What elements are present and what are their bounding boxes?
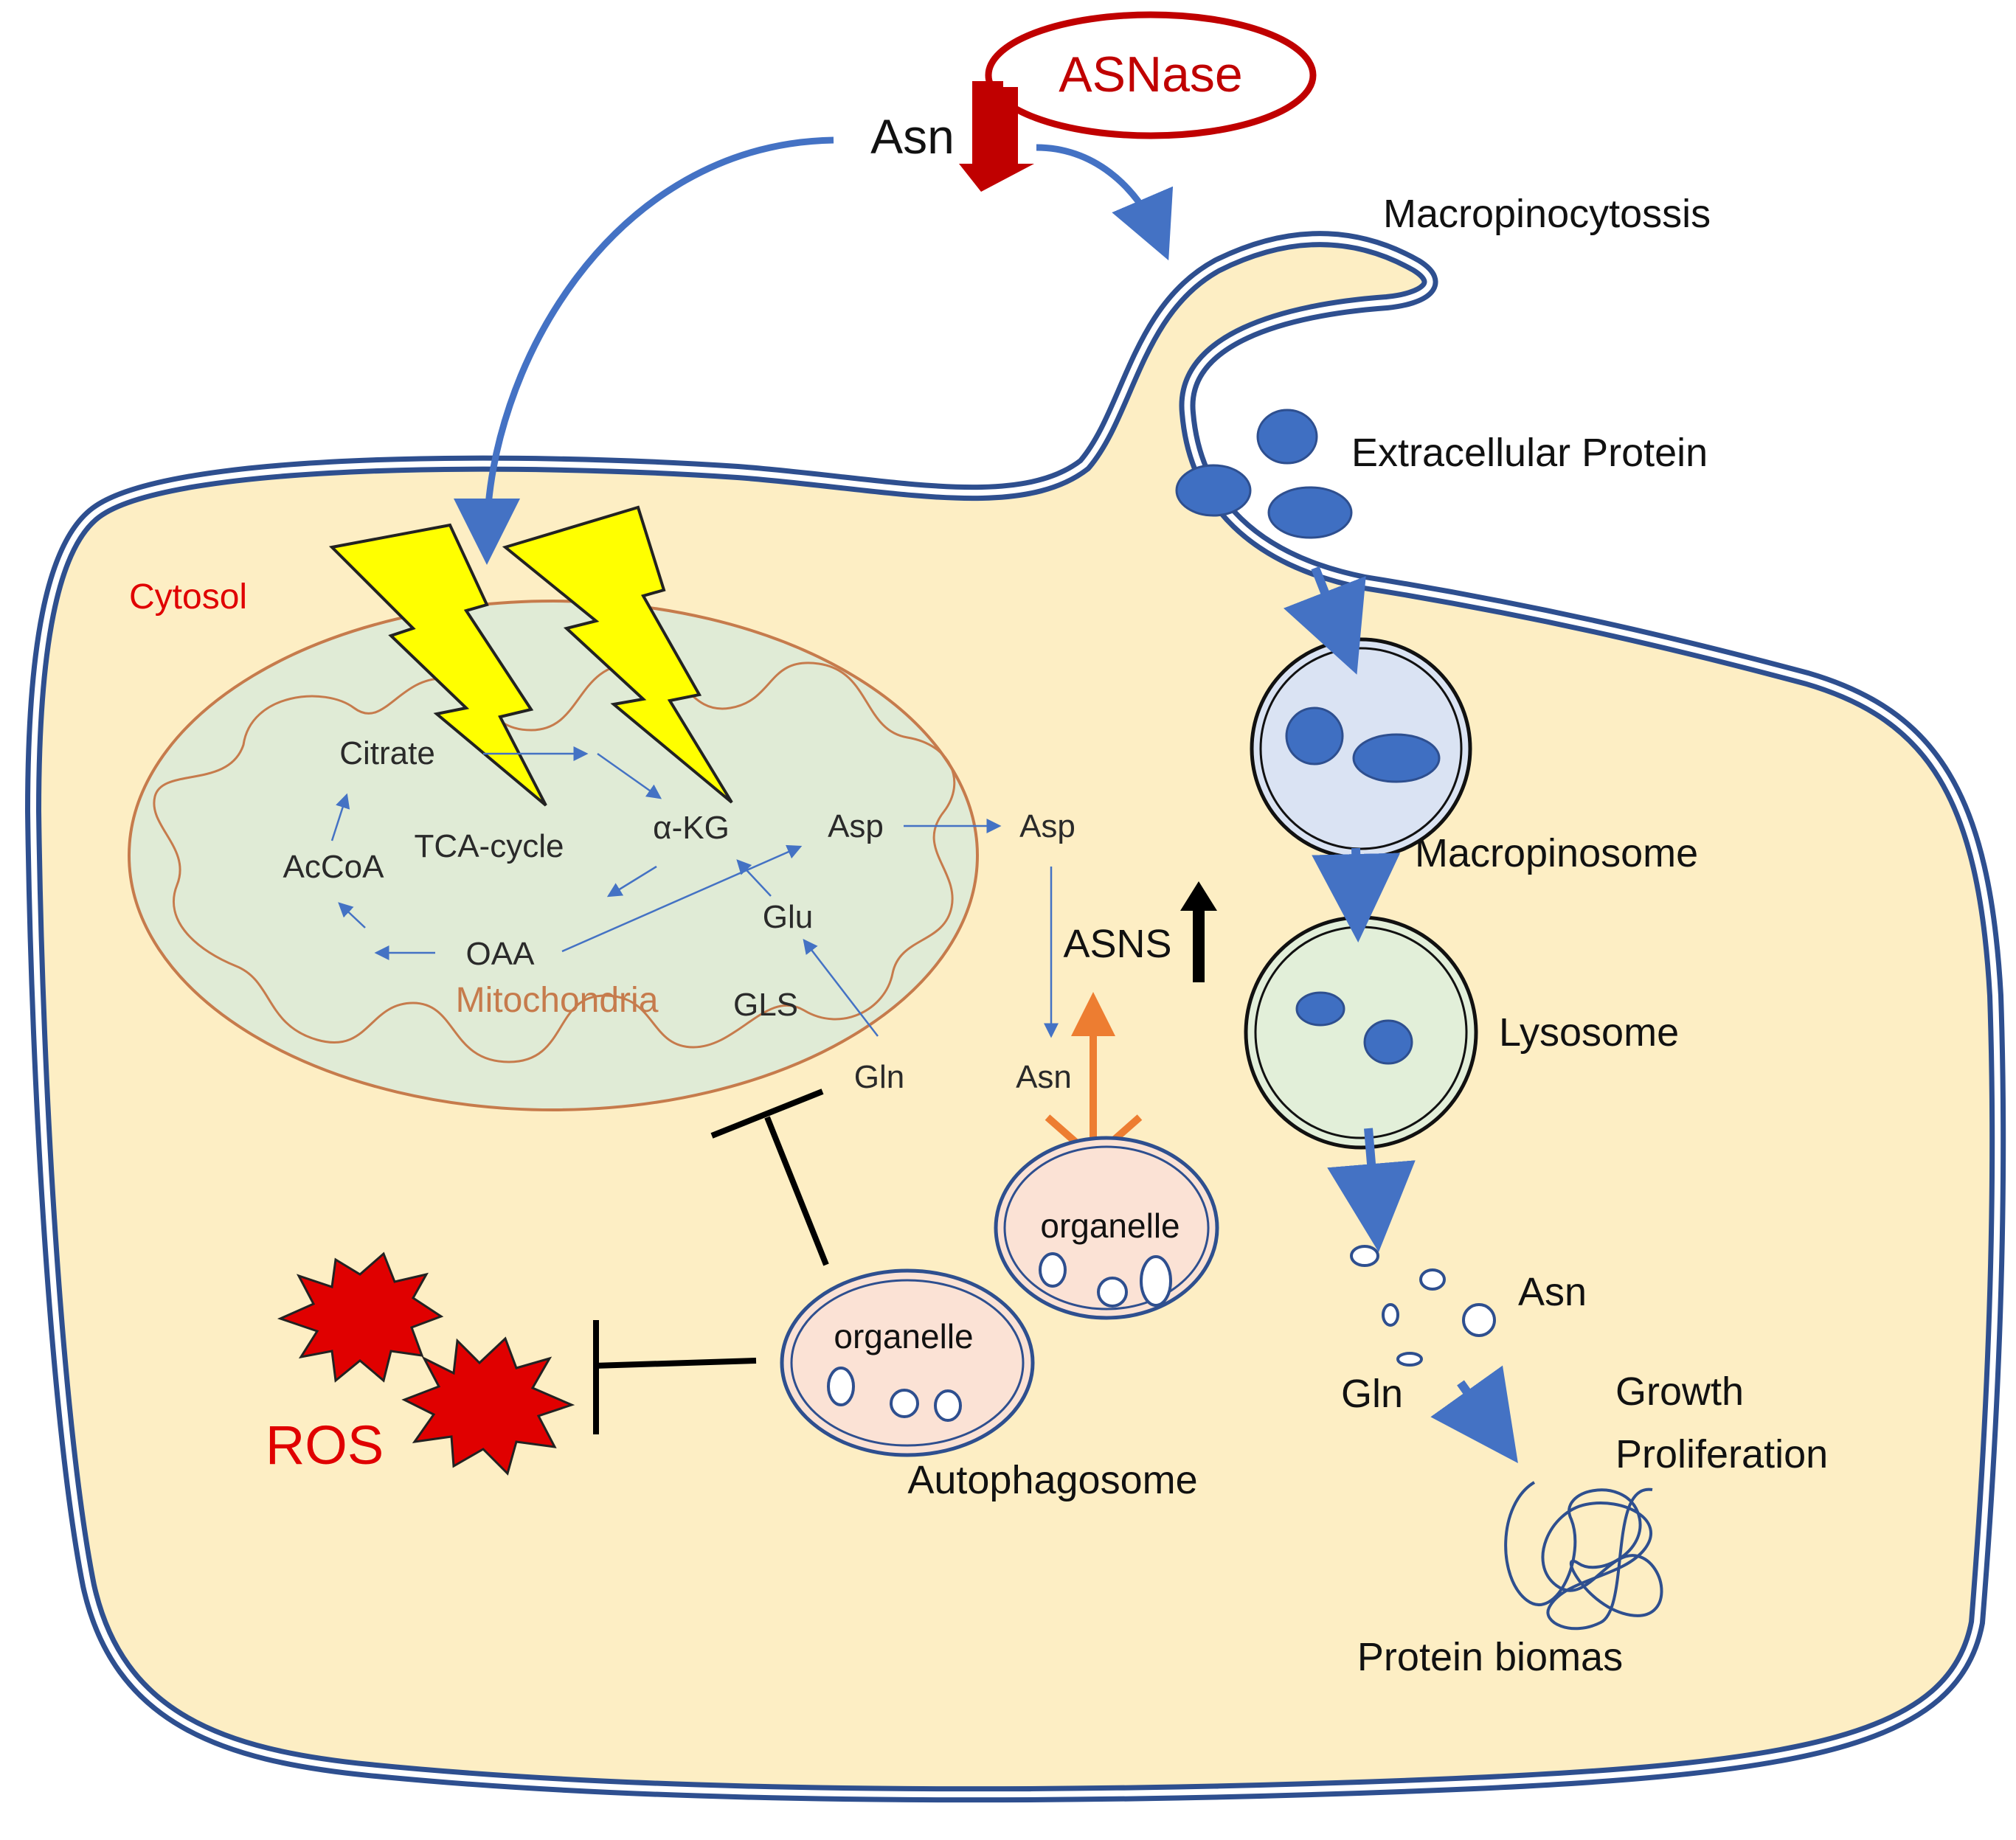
accoa-label: AcCoA — [283, 849, 385, 885]
asn-lysosome-label: Asn — [1518, 1270, 1587, 1314]
mitochondria — [128, 600, 979, 1111]
lysosome-label: Lysosome — [1499, 1010, 1679, 1055]
amino-acid-bubbles — [1350, 1245, 1496, 1367]
ros-burst-icon — [277, 1251, 575, 1476]
asns-label: ASNS — [1063, 922, 1171, 966]
autophagosome-1 — [994, 1136, 1219, 1320]
gls-label: GLS — [733, 987, 798, 1023]
growth-label: Growth — [1615, 1369, 1744, 1414]
glu-label: Glu — [763, 899, 813, 935]
ros-label: ROS — [266, 1414, 384, 1476]
gln-lysosome-label: Gln — [1341, 1372, 1403, 1416]
organelle-1-label: organelle — [1040, 1207, 1180, 1245]
asn-cyto-label: Asn — [1016, 1059, 1072, 1095]
cytosol-label: Cytosol — [129, 577, 247, 617]
akg-label: α-KG — [653, 810, 730, 846]
protein-biomass-icon — [1504, 1481, 1663, 1631]
inhibition-bars — [593, 1089, 829, 1434]
extracellular-protein — [1175, 409, 1353, 539]
lysosome — [1244, 915, 1478, 1150]
trafficking-arrows — [1283, 566, 1518, 1464]
proliferation-label: Proliferation — [1615, 1432, 1828, 1476]
extracellular-protein-label: Extracellular Protein — [1351, 431, 1708, 475]
tca-arrows — [330, 746, 1059, 1038]
oaa-label: OAA — [466, 936, 536, 972]
asp-mito-label: Asp — [828, 808, 884, 844]
asp-cyto-label: Asp — [1019, 808, 1075, 844]
down-arrow-icon — [959, 81, 1034, 192]
up-arrow-icon — [1180, 881, 1217, 982]
macropinosome — [1250, 637, 1472, 860]
mitochondria-label: Mitochondria — [456, 981, 659, 1020]
lightning-bolt-icon — [328, 505, 733, 807]
gln-mito-label: Gln — [854, 1059, 904, 1095]
autophagosome-label: Autophagosome — [907, 1458, 1197, 1502]
tca-cycle-label: TCA-cycle — [415, 828, 564, 864]
mitochondria-cristae — [153, 662, 956, 1063]
asn-top-label: Asn — [870, 109, 955, 164]
asnase-node — [959, 11, 1317, 192]
asn-uptake-arrows — [454, 136, 1174, 565]
citrate-label: Citrate — [339, 735, 435, 771]
organelle-2-label: organelle — [834, 1317, 973, 1355]
autophagosome-2 — [780, 1268, 1035, 1457]
asnase-label: ASNase — [1059, 46, 1242, 103]
macropinosome-label: Macropinosome — [1415, 831, 1698, 875]
macropinocytosis-label: Macropinocytossis — [1383, 192, 1711, 236]
labels: ASNase Asn Macropinocytossis Extracellul… — [129, 46, 1828, 1679]
protein-biomass-label: Protein biomas — [1357, 1635, 1623, 1679]
